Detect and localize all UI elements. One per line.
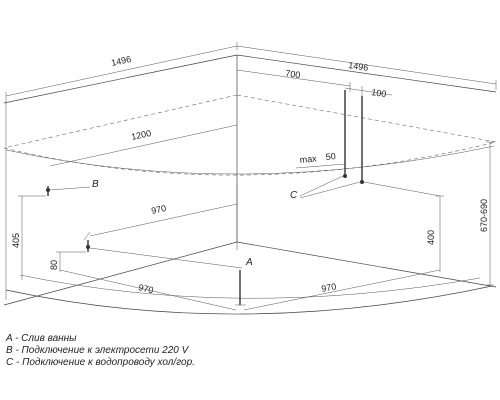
dimension-970-right-label: 970 — [320, 281, 337, 294]
dimension-1496-left-label: 1496 — [110, 54, 132, 68]
dimension-700: 700 — [236, 68, 351, 92]
dimension-970-left-label: 970 — [138, 282, 155, 295]
bathtub-base — [5, 185, 493, 315]
legend-item-c: C - Подключение к водопроводу хол/гор. — [6, 357, 195, 368]
dimension-1496-right: 1496 — [236, 45, 497, 90]
dimension-1496-right-label: 1496 — [348, 60, 369, 73]
max-value: 50 — [325, 151, 336, 162]
marker-b: B — [92, 179, 99, 190]
dimension-970-upper-label: 970 — [150, 203, 167, 216]
dimension-1200: 1200 — [49, 124, 238, 167]
electrical-connection-b: B — [46, 179, 99, 196]
marker-a: A — [245, 257, 253, 268]
bathtub-rim — [3, 94, 497, 176]
dimension-670-690: 670-690 — [479, 141, 494, 286]
dimension-970-left: 970 — [59, 269, 237, 311]
dimension-400-label: 400 — [426, 230, 436, 245]
dimension-100-label: 100 — [371, 87, 387, 99]
dimension-405-label: 405 — [11, 233, 21, 248]
legend: A - Слив ванны B - Подключение к электро… — [6, 333, 195, 369]
legend-item-b: B - Подключение к электросети 220 V — [6, 345, 189, 356]
dimension-970-upper: 970 — [83, 203, 238, 241]
dimension-100: 100 — [344, 86, 393, 99]
room-outline — [3, 54, 497, 306]
dimension-80-label: 80 — [49, 260, 59, 270]
dimension-1496-left: 1496 — [5, 42, 238, 100]
dimension-80: 80 — [49, 251, 86, 272]
water-supply-c: max 50 C — [290, 90, 441, 201]
dimension-670-690-label: 670-690 — [479, 199, 489, 232]
dimension-400: 400 — [426, 195, 444, 272]
legend-item-a: A - Слив ванны — [6, 333, 77, 344]
dimension-405: 405 — [11, 195, 46, 280]
marker-c: C — [290, 190, 298, 201]
dimension-700-label: 700 — [285, 68, 301, 80]
dimension-970-right: 970 — [243, 269, 441, 311]
drain-a: A — [86, 240, 253, 306]
dimension-1200-label: 1200 — [130, 128, 152, 142]
max-label: max — [299, 153, 317, 165]
